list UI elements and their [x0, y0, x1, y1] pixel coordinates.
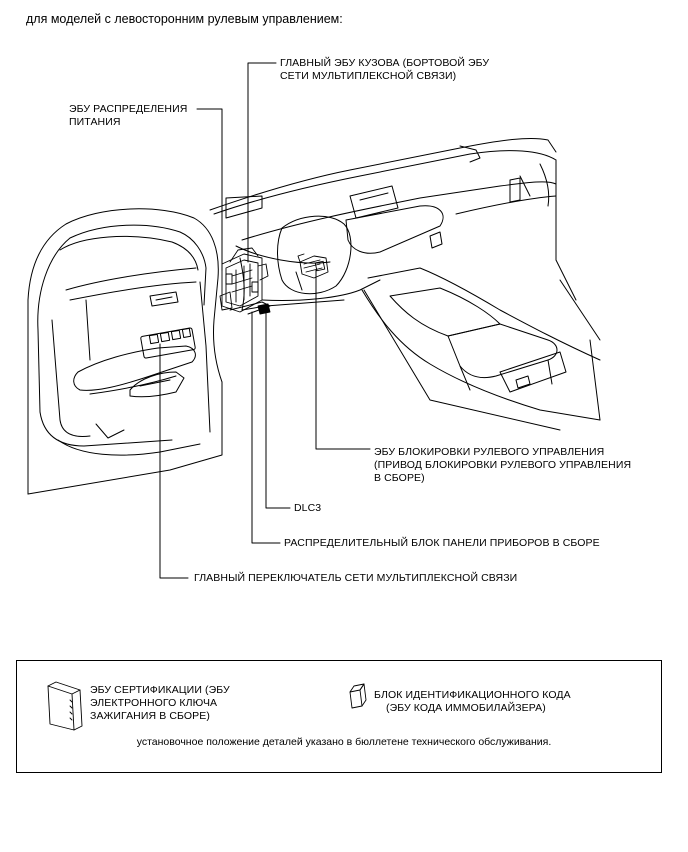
leader-steering-lock: [315, 269, 371, 450]
dashboard-drawing: [209, 137, 601, 431]
label-junction-block: РАСПРЕДЕЛИТЕЛЬНЫЙ БЛОК ПАНЕЛИ ПРИБОРОВ В…: [284, 537, 600, 549]
label-steering-lock-2: (ПРИВОД БЛОКИРОВКИ РУЛЕВОГО УПРАВЛЕНИЯ: [374, 459, 632, 471]
certification-ecu-icon: [47, 681, 83, 731]
label-main-body-ecu-1: ГЛАВНЫЙ ЭБУ КУЗОВА (БОРТОВОЙ ЭБУ: [280, 57, 490, 69]
leader-junction-block: [251, 311, 281, 544]
service-note: установочное положение деталей указано в…: [136, 736, 552, 748]
label-multiplex-switch: ГЛАВНЫЙ ПЕРЕКЛЮЧАТЕЛЬ СЕТИ МУЛЬТИПЛЕКСНО…: [194, 572, 518, 584]
leader-power-dist-ecu: [196, 108, 223, 271]
leader-main-body-ecu: [247, 62, 277, 263]
legend-cert-ecu-2: ЭЛЕКТРОННОГО КЛЮЧА: [90, 697, 218, 709]
legend-box: [16, 660, 662, 773]
legend-id-code-2: (ЭБУ КОДА ИММОБИЛАЙЗЕРА): [386, 702, 546, 714]
steering-lock-ecu-drawing: [297, 253, 329, 279]
ecu-cluster: [219, 247, 271, 315]
page-heading: для моделей с левосторонним рулевым упра…: [26, 12, 343, 26]
legend-id-code-1: БЛОК ИДЕНТИФИКАЦИОННОГО КОДА: [374, 689, 571, 701]
leader-lines: [159, 62, 371, 579]
front-door-drawing: [27, 208, 223, 495]
legend-cert-ecu-3: ЗАЖИГАНИЯ В СБОРЕ): [90, 710, 210, 722]
leader-dlc3: [265, 311, 291, 509]
label-main-body-ecu-2: СЕТИ МУЛЬТИПЛЕКСНОЙ СВЯЗИ): [280, 70, 457, 82]
label-dlc3: DLC3: [294, 502, 322, 514]
label-steering-lock-3: В СБОРЕ): [374, 472, 425, 484]
label-power-dist-ecu-2: ПИТАНИЯ: [69, 116, 121, 128]
leader-multiplex-switch: [159, 343, 189, 579]
id-code-box-icon: [349, 683, 367, 709]
label-steering-lock-1: ЭБУ БЛОКИРОВКИ РУЛЕВОГО УПРАВЛЕНИЯ: [374, 446, 605, 458]
label-power-dist-ecu-1: ЭБУ РАСПРЕДЕЛЕНИЯ: [69, 103, 188, 115]
legend-cert-ecu-1: ЭБУ СЕРТИФИКАЦИИ (ЭБУ: [90, 684, 230, 696]
